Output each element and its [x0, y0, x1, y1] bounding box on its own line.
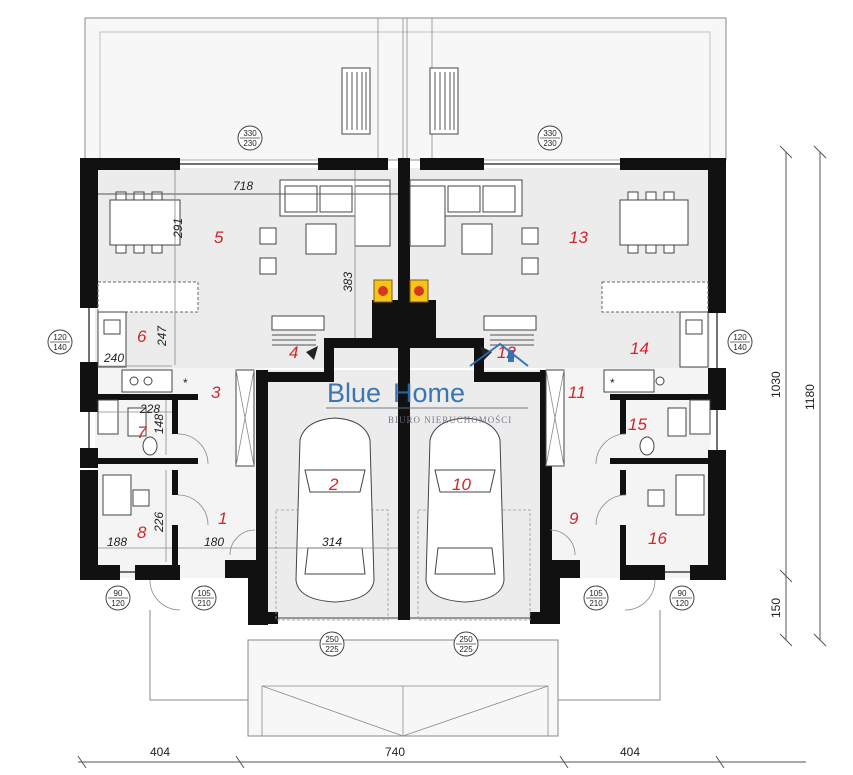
garage-left: [275, 417, 389, 621]
room-number: 6: [137, 327, 147, 346]
dining-table-left: [109, 199, 181, 246]
room-number: 8: [137, 523, 147, 542]
interior-dims: [98, 170, 398, 562]
svg-text:105: 105: [197, 589, 211, 598]
terrace-top: [84, 17, 727, 161]
opening-tag: 90 120: [105, 585, 131, 611]
coffee-table-right: [461, 223, 493, 255]
opening-tag: 105 210: [583, 585, 609, 611]
room-number: 15: [628, 415, 647, 434]
svg-text:210: 210: [197, 599, 211, 608]
furniture-right: *: [409, 179, 711, 516]
opening-tag: 120 140: [727, 329, 753, 355]
svg-text:90: 90: [114, 589, 123, 598]
room-number: 14: [630, 339, 649, 358]
svg-text:90: 90: [678, 589, 687, 598]
svg-text:225: 225: [325, 645, 339, 654]
opening-tag: 120 140: [47, 329, 73, 355]
room-number: 10: [452, 475, 471, 494]
svg-text:225: 225: [459, 645, 473, 654]
steps-left: [341, 67, 371, 135]
dim-label: 150: [769, 598, 783, 618]
bluehome-logo: Blue Home BIURO NIERUCHOMOŚCI: [326, 342, 529, 425]
svg-text:250: 250: [459, 635, 473, 644]
opening-tags: 330 230 330 230 120 140 120 140 90 120 1…: [47, 125, 753, 657]
svg-text:*: *: [183, 376, 188, 390]
garage-right: [417, 417, 531, 621]
dim-label: 180: [204, 535, 224, 549]
dim-label: 718: [233, 179, 253, 193]
dim-label: 148: [152, 414, 166, 434]
room-number: 5: [214, 228, 224, 247]
dim-label: 383: [341, 272, 355, 292]
svg-text:140: 140: [53, 343, 67, 352]
steps-right: [429, 67, 459, 135]
exterior-dims: [77, 145, 827, 769]
dim-label: 240: [103, 351, 124, 365]
room-number: 16: [648, 529, 667, 548]
svg-text:120: 120: [53, 333, 67, 342]
svg-text:230: 230: [543, 139, 557, 148]
terrace-bottom: [149, 610, 661, 737]
dim-label: 740: [385, 745, 405, 759]
dim-label: 188: [107, 535, 127, 549]
room-number: 7: [137, 423, 147, 442]
opening-tag: 90 120: [669, 585, 695, 611]
room-number: 1: [218, 509, 227, 528]
opening-tag: 105 210: [191, 585, 217, 611]
dining-table-right: [619, 199, 689, 246]
svg-text:120: 120: [111, 599, 125, 608]
logo-word-home: Home: [393, 378, 465, 408]
svg-text:140: 140: [733, 343, 747, 352]
svg-text:105: 105: [589, 589, 603, 598]
svg-text:250: 250: [325, 635, 339, 644]
opening-tag: 330 230: [537, 125, 563, 151]
dim-label: 228: [139, 402, 160, 416]
dim-label: 404: [150, 745, 170, 759]
svg-text:120: 120: [675, 599, 689, 608]
svg-text:330: 330: [243, 129, 257, 138]
dimension-labels: 718 291 383 247 240 228 148 226 188 180 …: [103, 179, 355, 549]
dim-label: 247: [155, 325, 169, 347]
door-swings: [149, 433, 656, 611]
room-number: 2: [328, 475, 339, 494]
boiler-icons: [373, 279, 429, 303]
dim-label: 291: [171, 218, 185, 239]
room-number: 4: [289, 343, 298, 362]
svg-text:*: *: [610, 376, 615, 390]
roof-icon: [469, 342, 529, 367]
dim-label: 314: [322, 535, 342, 549]
room-number: 3: [211, 383, 221, 402]
opening-tag: 250 225: [319, 631, 345, 657]
logo-word-blue: Blue: [327, 378, 381, 408]
room-number: 11: [568, 383, 586, 402]
svg-text:210: 210: [589, 599, 603, 608]
room-number: 13: [569, 228, 588, 247]
room-number: 9: [569, 509, 579, 528]
dim-label: 226: [152, 512, 166, 533]
exterior-dimension-labels: 404 740 404 1180 1030 150: [150, 371, 817, 759]
room-labels: 1 2 3 4 5 6 7 8 9 10 11 12 13 14 15 16: [137, 228, 667, 548]
dim-label: 404: [620, 745, 640, 759]
opening-tag: 330 230: [237, 125, 263, 151]
dim-label: 1030: [769, 371, 783, 398]
logo-subtitle: BIURO NIERUCHOMOŚCI: [388, 415, 512, 425]
svg-text:330: 330: [543, 129, 557, 138]
opening-tag: 250 225: [453, 631, 479, 657]
coffee-table-left: [305, 223, 337, 255]
svg-text:230: 230: [243, 139, 257, 148]
svg-text:120: 120: [733, 333, 747, 342]
walls: [80, 158, 726, 625]
windows: [88, 163, 718, 619]
dim-label: 1180: [803, 384, 817, 410]
chimney-icon: [508, 350, 514, 362]
